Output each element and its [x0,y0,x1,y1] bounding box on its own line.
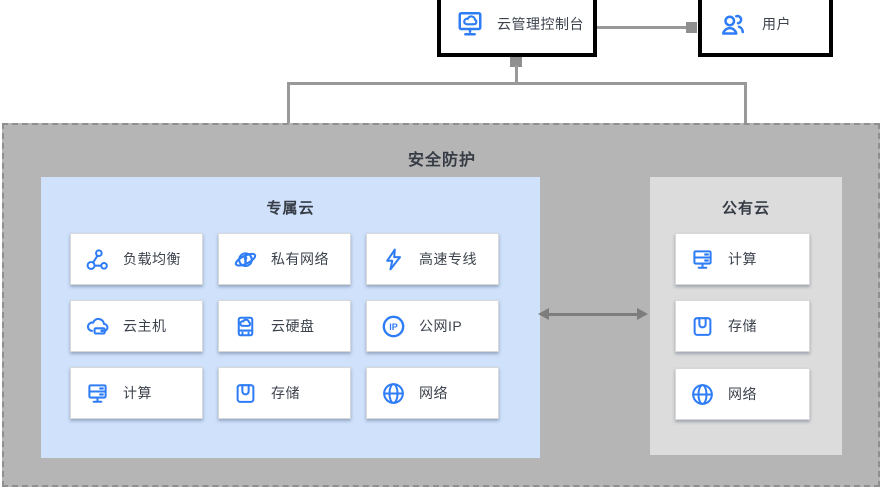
card-label: 云硬盘 [271,318,315,334]
card-network: 网络 [366,367,499,419]
card-storage: 存储 [218,367,351,419]
card-label: 计算 [123,385,152,401]
arrow-left-icon [538,308,549,320]
card-compute: 计算 [70,367,203,419]
card-label: 高速专线 [419,251,477,267]
card-label: 存储 [728,318,757,334]
connector-endpoint-square [510,57,522,67]
card-label: 云主机 [123,318,167,334]
console-label: 云管理控制台 [497,16,584,32]
public-cloud-title: 公有云 [721,200,770,217]
private-network-icon [234,251,257,267]
user-node: 用户 [698,0,833,57]
card-label: 网络 [419,385,448,401]
public-ip-icon: IP [382,315,405,337]
card-label: 负载均衡 [123,251,181,267]
dedicated-public-link [549,313,637,316]
storage-icon [693,316,712,336]
load-balancer-icon [86,248,108,270]
compute-icon [693,249,712,269]
card-load-balancer: 负载均衡 [70,233,203,285]
card-label: 存储 [271,385,300,401]
card-label: 网络 [728,386,757,402]
card-public-ip: IP 公网IP [366,300,499,352]
card-public-network: 网络 [675,368,810,420]
card-cloud-host: 云主机 [70,300,203,352]
compute-icon [88,383,107,403]
dedicated-cloud-title: 专属云 [266,200,315,217]
cloud-disk-icon [237,316,254,336]
users-icon [722,14,744,35]
network-icon [383,382,404,404]
connector-console-user [597,26,686,29]
security-zone-title: 安全防护 [407,152,476,169]
card-public-storage: 存储 [675,300,810,352]
card-public-compute: 计算 [675,233,810,285]
connector-console-down [515,65,518,85]
monitor-cloud-icon [458,12,482,36]
ip-icon-text: IP [389,321,398,331]
arrow-right-icon [637,308,648,320]
express-line-icon [386,248,402,270]
connector-endpoint-square [686,22,697,33]
card-label: 私有网络 [271,251,329,267]
storage-icon [236,383,255,403]
card-cloud-disk: 云硬盘 [218,300,351,352]
network-icon [692,383,713,405]
cloud-host-icon [86,317,109,334]
card-private-network: 私有网络 [218,233,351,285]
card-label: 公网IP [419,318,463,334]
card-express-line: 高速专线 [366,233,499,285]
user-label: 用户 [762,16,791,32]
connector-branch-horizontal [287,82,747,85]
card-label: 计算 [728,251,757,267]
console-node: 云管理控制台 [437,0,597,57]
